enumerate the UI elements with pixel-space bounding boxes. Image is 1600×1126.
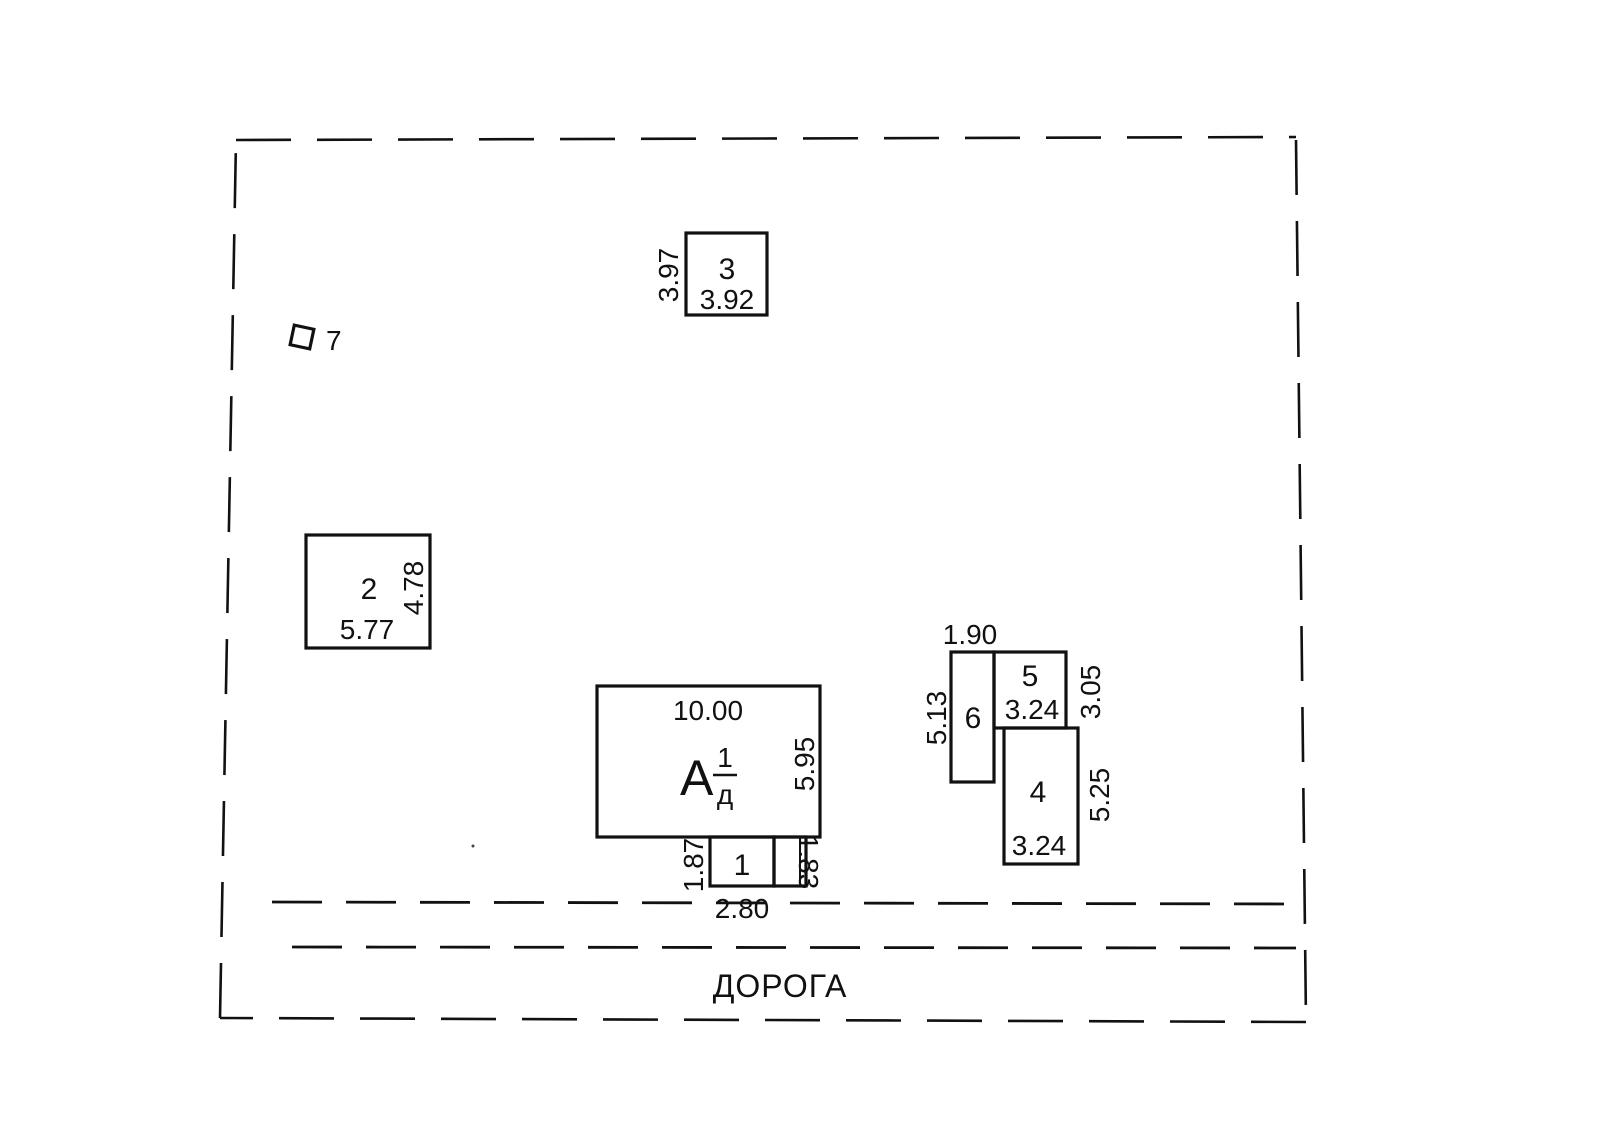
building-2-number: 2 bbox=[361, 573, 378, 606]
building-4: 4 3.24 5.25 bbox=[1002, 726, 1115, 866]
building-1: 1 2.80 1.87 1.83 bbox=[678, 835, 824, 924]
building-6-depth: 5.13 bbox=[921, 691, 952, 746]
main-building: 10.00 5.95 А 1 д bbox=[595, 684, 822, 839]
building-2-depth: 4.78 bbox=[398, 561, 429, 616]
main-building-fraction-bottom: д bbox=[717, 779, 733, 810]
building-7: 7 bbox=[288, 323, 342, 356]
building-5-number: 5 bbox=[1022, 660, 1039, 693]
building-6-number: 6 bbox=[965, 702, 982, 735]
building-5: 5 3.24 3.05 bbox=[992, 650, 1106, 730]
building-3-depth: 3.97 bbox=[653, 248, 684, 303]
building-6-width: 1.90 bbox=[943, 619, 998, 650]
road-edges bbox=[271, 900, 1297, 950]
building-1-side-outline bbox=[772, 835, 808, 888]
building-4-depth: 5.25 bbox=[1084, 768, 1115, 823]
building-1-depth: 1.87 bbox=[678, 838, 709, 893]
main-building-letter: А bbox=[680, 750, 714, 806]
building-2-width: 5.77 bbox=[340, 614, 395, 645]
building-4-number: 4 bbox=[1030, 776, 1047, 809]
building-5-depth: 3.05 bbox=[1075, 665, 1106, 720]
road-label: ДОРОГА bbox=[713, 968, 848, 1004]
main-building-fraction-top: 1 bbox=[717, 742, 733, 773]
road-edge-bottom bbox=[291, 945, 1297, 950]
building-1-number: 1 bbox=[734, 849, 751, 882]
main-building-depth: 5.95 bbox=[789, 737, 820, 792]
building-7-outline bbox=[288, 323, 316, 351]
building-3-width: 3.92 bbox=[700, 284, 755, 315]
building-3-number: 3 bbox=[719, 253, 736, 286]
lot-boundary bbox=[218, 135, 1308, 1024]
building-4-width: 3.24 bbox=[1012, 830, 1067, 861]
building-2: 2 5.77 4.78 bbox=[304, 533, 432, 650]
building-1-width: 2.80 bbox=[715, 893, 770, 924]
building-6: 6 1.90 5.13 bbox=[921, 619, 998, 784]
building-1-side-size: 1.83 bbox=[793, 835, 824, 890]
building-4-outline bbox=[1002, 726, 1080, 866]
main-building-width: 10.00 bbox=[673, 695, 743, 726]
road-edge-top bbox=[271, 900, 1297, 906]
building-3: 3 3.92 3.97 bbox=[653, 231, 769, 317]
building-5-width: 3.24 bbox=[1005, 694, 1060, 725]
scan-speck bbox=[471, 844, 475, 848]
building-3-outline bbox=[684, 231, 769, 317]
building-2-outline bbox=[304, 533, 432, 650]
building-7-number: 7 bbox=[326, 325, 342, 356]
